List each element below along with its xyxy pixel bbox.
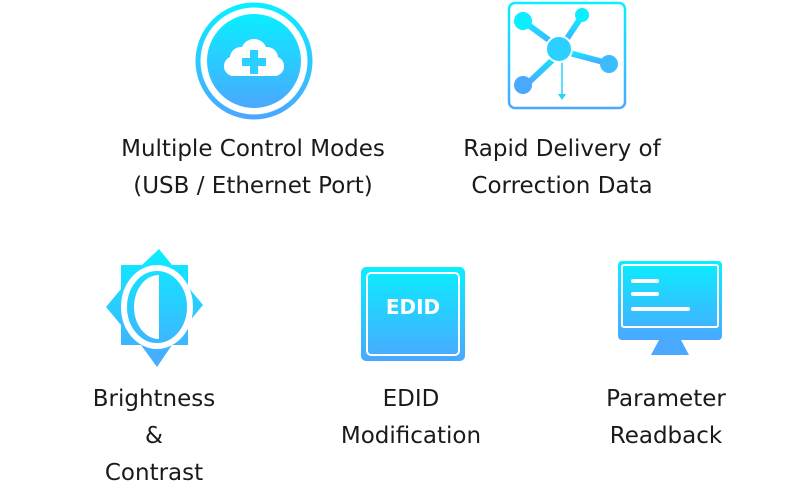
label-line: Rapid Delivery of <box>463 136 661 162</box>
label-line: & <box>145 423 163 449</box>
label-line: Parameter <box>606 386 726 412</box>
label-line: Correction Data <box>471 173 653 199</box>
feature-control-modes <box>194 1 314 125</box>
feature-label-brightness: Brightness & Contrast <box>0 381 324 492</box>
cloud-plus-icon <box>195 2 313 120</box>
label-line: Multiple Control Modes <box>121 136 385 162</box>
feature-label-edid: EDID Modification <box>241 381 581 455</box>
feature-readback <box>617 260 723 360</box>
feature-label-control-modes: Multiple Control Modes (USB / Ethernet Po… <box>83 131 423 205</box>
label-line: Brightness <box>92 386 216 412</box>
feature-label-rapid-delivery: Rapid Delivery of Correction Data <box>392 131 732 205</box>
feature-brightness <box>99 247 219 373</box>
label-line: Readback <box>609 423 723 449</box>
feature-rapid-delivery <box>507 1 627 115</box>
edid-icon: EDID <box>361 267 465 361</box>
feature-edid: EDID <box>360 266 466 366</box>
network-delivery-icon <box>507 1 627 110</box>
label-line: EDID <box>382 386 440 412</box>
label-line: (USB / Ethernet Port) <box>133 173 373 199</box>
monitor-readback-icon <box>618 261 722 355</box>
edid-icon-text: EDID <box>386 295 440 319</box>
brightness-contrast-icon <box>106 249 203 367</box>
label-line: Modification <box>340 423 482 449</box>
label-line: Contrast <box>104 460 204 486</box>
